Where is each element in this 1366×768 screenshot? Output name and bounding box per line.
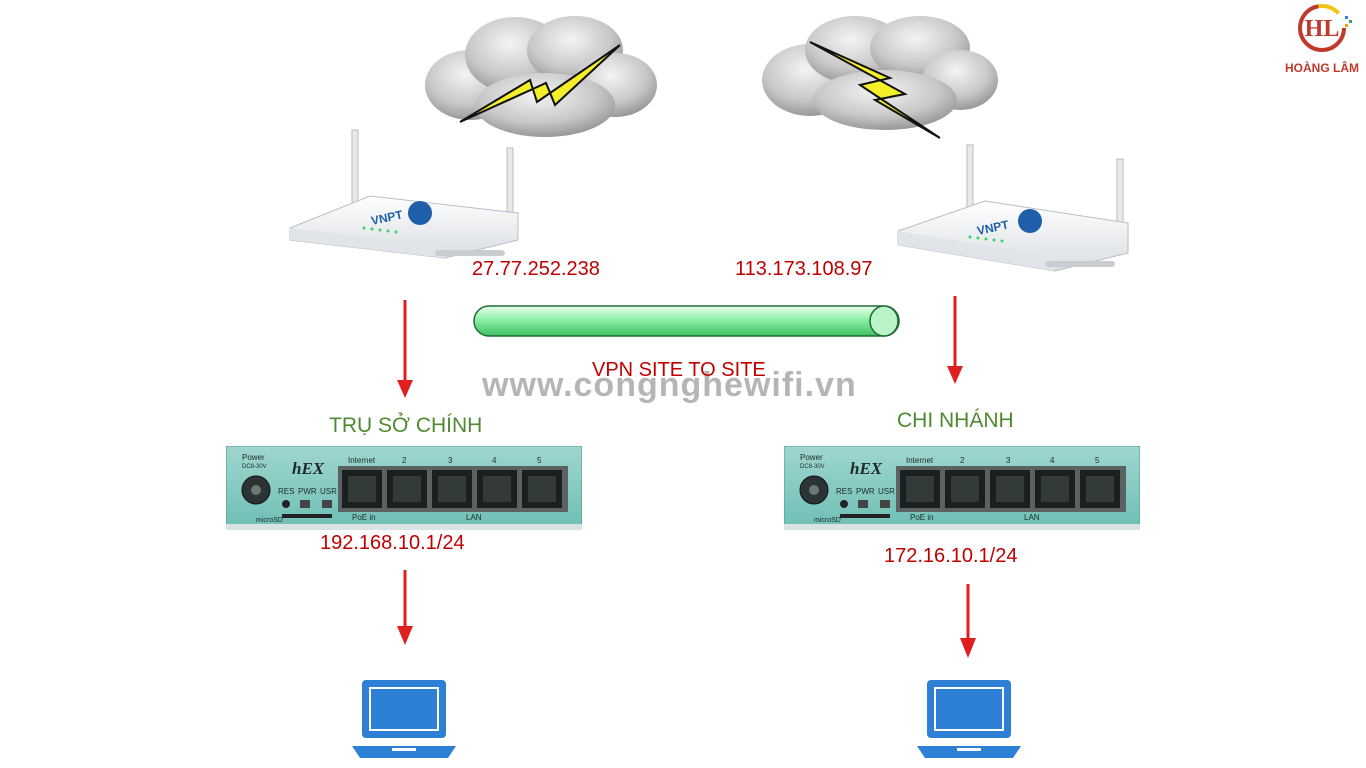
logo-mark-icon: HL	[1298, 4, 1352, 52]
hex-router-right: Power DC8-30V hEX RES PWR USR microSD In…	[783, 445, 1141, 537]
ethernet-port-icon	[522, 470, 562, 508]
svg-text:hEX: hEX	[850, 459, 883, 478]
watermark: www.congnghewifi.vn	[482, 366, 857, 404]
site-title-right: CHI NHÁNH	[897, 409, 1014, 432]
ethernet-port-icon	[900, 470, 940, 508]
svg-text:2: 2	[960, 456, 965, 465]
ethernet-port-icon	[387, 470, 427, 508]
svg-text:PWR: PWR	[856, 487, 875, 496]
svg-text:5: 5	[537, 456, 542, 465]
svg-text:5: 5	[1095, 456, 1100, 465]
svg-text:3: 3	[448, 456, 453, 465]
svg-text:microSD: microSD	[814, 517, 841, 524]
cloud-icon	[425, 16, 657, 137]
svg-text:RES: RES	[278, 487, 294, 496]
ethernet-port-icon	[432, 470, 472, 508]
svg-text:4: 4	[492, 456, 497, 465]
vnpt-logo-icon	[1018, 209, 1042, 233]
modem-brand: VNPT	[976, 217, 1011, 237]
hex-router-left: Power DC8-30V hEX RES PWR USR microSD In…	[225, 445, 583, 537]
ethernet-port-icon	[945, 470, 985, 508]
vpn-label: VPN SITE TO SITE	[592, 359, 766, 381]
ethernet-port-icon	[342, 470, 382, 508]
wan-ip-right: 113.173.108.97	[735, 258, 873, 280]
hex-router-face: Power DC8-30V hEX RES PWR USR microSD In…	[783, 445, 1141, 530]
vnpt-logo-icon	[408, 201, 432, 225]
lightning-icon	[809, 41, 941, 139]
svg-text:RES: RES	[836, 487, 852, 496]
lightning-icon	[459, 44, 621, 123]
site-title-left: TRỤ SỞ CHÍNH	[329, 414, 483, 437]
arrow-down-icon	[397, 570, 413, 645]
laptop-icon	[917, 680, 1021, 758]
svg-text:Power: Power	[242, 453, 265, 462]
svg-text:hEX: hEX	[292, 459, 325, 478]
svg-text:PoE in: PoE in	[352, 513, 376, 522]
svg-text:LAN: LAN	[1024, 513, 1040, 522]
svg-text:DC8-30V: DC8-30V	[800, 464, 825, 470]
ethernet-port-icon	[990, 470, 1030, 508]
laptop-icon	[352, 680, 456, 758]
svg-text:2: 2	[402, 456, 407, 465]
svg-text:Internet: Internet	[906, 456, 934, 465]
svg-text:DC8-30V: DC8-30V	[242, 464, 267, 470]
svg-text:microSD: microSD	[256, 517, 283, 524]
logo-initials: HL	[1305, 16, 1340, 42]
hex-router-face: Power DC8-30V hEX RES PWR USR microSD In…	[225, 445, 583, 530]
vnpt-modem-left: VNPT	[289, 129, 519, 259]
vnpt-modem-right: VNPT	[897, 144, 1129, 272]
svg-text:Power: Power	[800, 453, 823, 462]
lan-ip-right: 172.16.10.1/24	[884, 545, 1018, 567]
ethernet-port-icon	[1035, 470, 1075, 508]
arrow-down-icon	[947, 296, 963, 384]
arrow-down-icon	[397, 300, 413, 398]
svg-text:PWR: PWR	[298, 487, 317, 496]
svg-text:USR: USR	[878, 487, 895, 496]
svg-text:LAN: LAN	[466, 513, 482, 522]
ethernet-port-icon	[1080, 470, 1120, 508]
cloud-icon	[762, 16, 998, 139]
svg-text:USR: USR	[320, 487, 337, 496]
svg-text:3: 3	[1006, 456, 1011, 465]
logo-name: HOÀNG LÂM	[1285, 61, 1359, 75]
svg-text:PoE in: PoE in	[910, 513, 934, 522]
company-logo: HL HOÀNG LÂM	[1282, 2, 1362, 75]
ethernet-port-icon	[477, 470, 517, 508]
arrow-down-icon	[960, 584, 976, 658]
lan-ip-left: 192.168.10.1/24	[320, 532, 465, 554]
svg-text:4: 4	[1050, 456, 1055, 465]
wan-ip-left: 27.77.252.238	[472, 258, 600, 280]
vpn-tunnel	[473, 305, 900, 337]
svg-text:Internet: Internet	[348, 456, 376, 465]
modem-brand: VNPT	[370, 207, 405, 227]
